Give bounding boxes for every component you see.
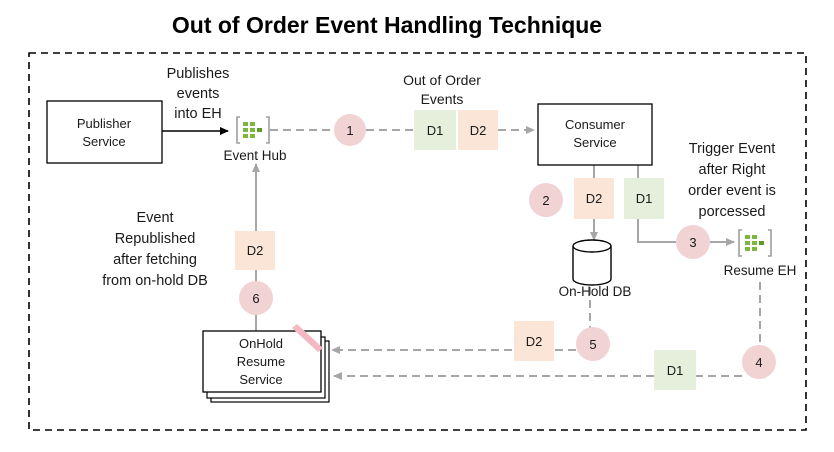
annotation-publishes-line1: Publishes — [167, 66, 230, 82]
annotation-publishes-line2: events — [177, 86, 220, 102]
consumer-service-label-line1: Consumer — [565, 117, 626, 132]
event-chip-d2-top-label: D2 — [470, 123, 487, 138]
annotation-trigger-line4: porcessed — [699, 204, 766, 220]
onhold-resume-label-line3: Service — [239, 372, 282, 387]
d1-to-step3-line — [637, 219, 676, 243]
step-2-circle — [529, 183, 563, 217]
event-chip-d2-onhold-label: D2 — [526, 334, 543, 349]
event-chip-d2-consumer — [574, 178, 614, 219]
diagram-title: Out of Order Event Handling Technique — [172, 12, 602, 38]
event-chip-d1-top — [414, 110, 456, 150]
database-icon — [572, 239, 612, 286]
outer-boundary — [28, 52, 807, 431]
event-chip-d1-top-label: D1 — [427, 123, 444, 138]
step-4-label: 4 — [755, 355, 762, 370]
annotation-republished-line4: from on-hold DB — [102, 273, 208, 289]
annotation-trigger-line3: order event is — [688, 183, 776, 199]
resume-eh-label: Resume EH — [724, 263, 797, 278]
resume-event-hub-icon — [738, 229, 772, 257]
step-6-label: 6 — [252, 291, 259, 306]
annotation-out-of-order-line1: Out of Order — [403, 72, 481, 88]
step-3-label: 3 — [689, 235, 696, 250]
annotation-republished-line1: Event — [136, 210, 173, 226]
publisher-service-label-line2: Service — [82, 134, 125, 149]
publisher-service-box — [46, 100, 163, 164]
step-6-circle — [239, 281, 273, 315]
event-chip-d1-consumer-label: D1 — [636, 191, 653, 206]
annotation-republished-line2: Republished — [115, 231, 196, 247]
onhold-db-label: On-Hold DB — [559, 284, 632, 299]
onhold-resume-label-line1: OnHold — [239, 336, 283, 351]
step-5-circle — [576, 327, 610, 361]
annotation-out-of-order-line2: Events — [421, 91, 464, 107]
event-chip-d2-republish-label: D2 — [247, 243, 264, 258]
event-hub-icon — [236, 116, 270, 144]
event-hub-label: Event Hub — [223, 148, 286, 163]
page-peel-accent — [292, 324, 323, 352]
event-chip-d2-republish — [235, 231, 275, 270]
event-chip-d2-consumer-label: D2 — [586, 191, 603, 206]
annotation-publishes-line3: into EH — [174, 106, 222, 122]
step-3-circle — [676, 225, 710, 259]
step-1-label: 1 — [346, 123, 353, 138]
step-2-label: 2 — [542, 193, 549, 208]
event-chip-d2-top — [458, 110, 498, 150]
annotation-trigger-line2: after Right — [699, 162, 766, 178]
event-chip-d1-resume — [654, 350, 696, 390]
consumer-service-box — [537, 103, 653, 166]
annotation-trigger-line1: Trigger Event — [689, 141, 776, 157]
publisher-service-label-line1: Publisher — [77, 116, 132, 131]
event-chip-d2-onhold — [514, 321, 554, 361]
event-chip-d1-consumer — [624, 178, 664, 219]
annotation-republished-line3: after fetching — [113, 252, 197, 268]
consumer-service-label-line2: Service — [573, 135, 616, 150]
onhold-resume-service-stack — [202, 324, 330, 403]
step-5-label: 5 — [589, 337, 596, 352]
step-1-circle — [334, 114, 366, 146]
step-4-circle — [742, 345, 776, 379]
onhold-resume-label-line2: Resume — [237, 354, 285, 369]
event-chip-d1-resume-label: D1 — [667, 363, 684, 378]
